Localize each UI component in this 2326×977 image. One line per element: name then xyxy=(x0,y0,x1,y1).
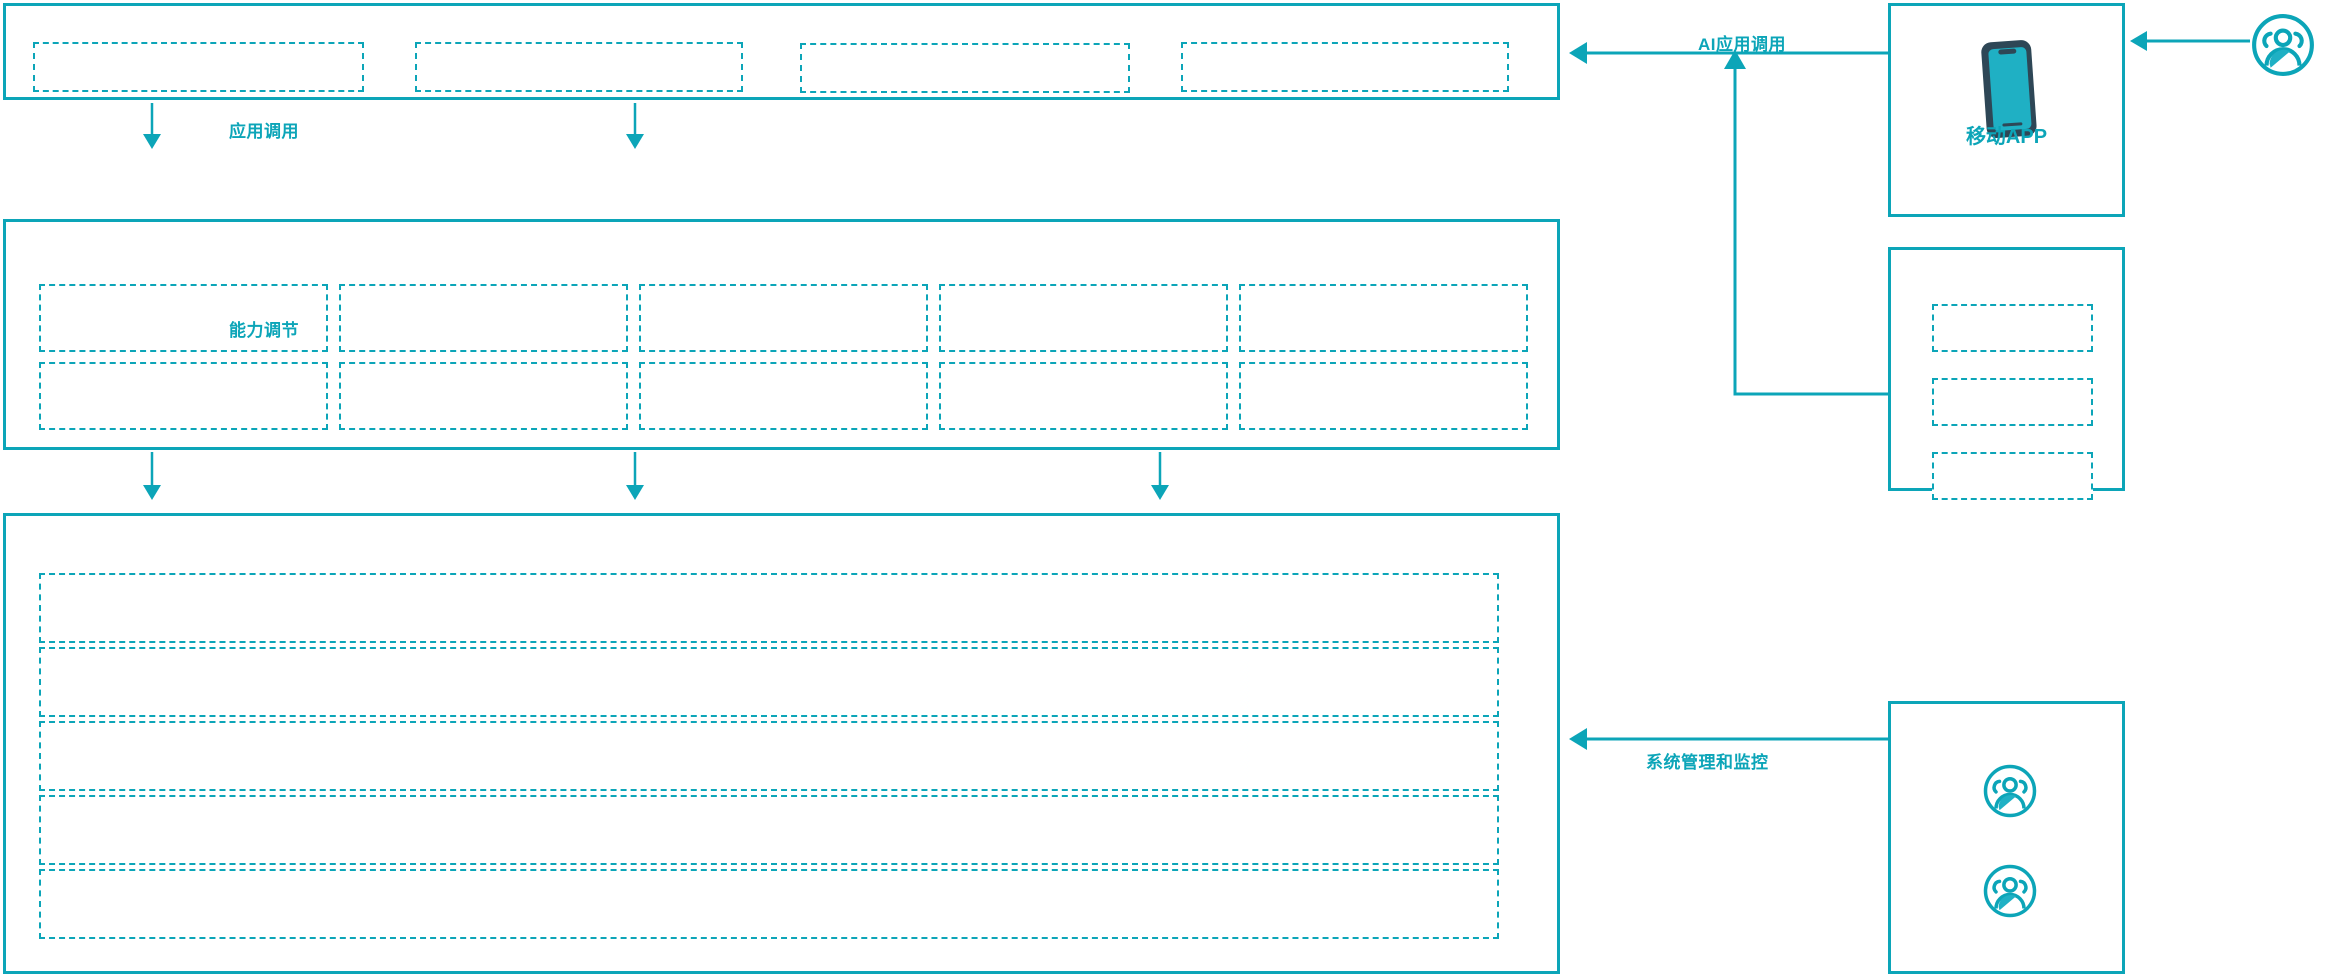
flow-sys-monitor-label-text: 系统管理和监控 xyxy=(1646,753,1769,772)
flow-app-call-arrow-1 xyxy=(142,103,162,151)
users-icon xyxy=(1982,863,2038,919)
capability-layer-panel xyxy=(3,219,1560,450)
cap-slot-r1c4[interactable] xyxy=(939,284,1228,352)
channel-box[interactable] xyxy=(1888,247,2125,500)
cap-slot-r1c2[interactable] xyxy=(339,284,628,352)
flow-channel-up-connector xyxy=(1715,44,1895,404)
operations-box[interactable] xyxy=(1888,701,2125,974)
mobile-app-box[interactable]: 移动APP xyxy=(1888,3,2125,217)
plat-row-3[interactable] xyxy=(39,721,1499,791)
flow-capability-arrow-3 xyxy=(1150,452,1170,502)
app-slot-4[interactable] xyxy=(1181,42,1509,92)
cap-slot-r1c1[interactable] xyxy=(39,284,328,352)
flow-app-call-label: 应用调用 xyxy=(229,122,299,141)
flow-ai-app-call-arrow xyxy=(1568,40,1888,66)
flow-sys-monitor-arrow xyxy=(1568,726,1888,752)
plat-row-1[interactable] xyxy=(39,573,1499,643)
application-layer-panel xyxy=(3,3,1560,100)
channel-slot-3[interactable] xyxy=(1932,452,2093,500)
flow-user-to-app-arrow xyxy=(2128,28,2250,54)
cap-slot-r2c3[interactable] xyxy=(639,362,928,430)
cap-slot-r2c2[interactable] xyxy=(339,362,628,430)
flow-capability-label: 能力调节 xyxy=(229,321,299,340)
cap-slot-r2c5[interactable] xyxy=(1239,362,1528,430)
plat-row-2[interactable] xyxy=(39,647,1499,717)
cap-slot-r1c5[interactable] xyxy=(1239,284,1528,352)
cap-slot-r1c3[interactable] xyxy=(639,284,928,352)
smartphone-icon xyxy=(1979,38,2041,142)
users-icon xyxy=(1982,763,2038,819)
plat-row-4[interactable] xyxy=(39,795,1499,865)
flow-capability-arrow-1 xyxy=(142,452,162,502)
flow-capability-arrow-2 xyxy=(625,452,645,502)
app-slot-3[interactable] xyxy=(800,43,1130,93)
channel-slot-2[interactable] xyxy=(1932,378,2093,426)
cap-slot-r2c1[interactable] xyxy=(39,362,328,430)
cap-slot-r2c4[interactable] xyxy=(939,362,1228,430)
mobile-app-caption: 移动APP xyxy=(1965,126,2048,148)
plat-row-5[interactable] xyxy=(39,869,1499,939)
app-slot-1[interactable] xyxy=(33,42,364,92)
flow-ai-app-call-label: AI应用调用 xyxy=(1698,35,1786,54)
end-user-actor-icon xyxy=(2250,12,2316,78)
flow-app-call-arrow-2 xyxy=(625,103,645,151)
platform-layer-panel xyxy=(3,513,1560,974)
channel-slot-1[interactable] xyxy=(1932,304,2093,352)
app-slot-2[interactable] xyxy=(415,42,743,92)
